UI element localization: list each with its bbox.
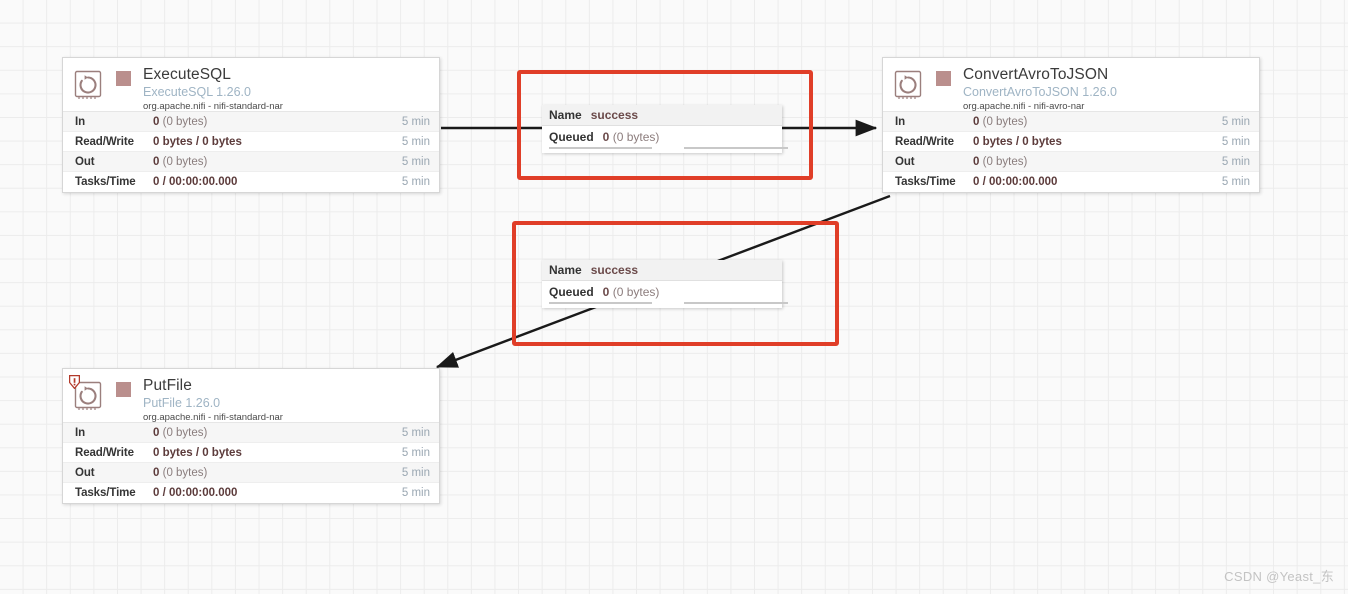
processor-stats-table: In 0 (0 bytes) 5 min Read/Write 0 bytes …: [883, 111, 1259, 192]
processor-name: PutFile: [143, 377, 192, 394]
stat-value-in: 0 (0 bytes): [973, 115, 1028, 128]
stat-label-in: In: [75, 115, 86, 128]
stat-row-read-write: Read/Write 0 bytes / 0 bytes 5 min: [63, 443, 439, 463]
stat-value-in: 0 (0 bytes): [153, 115, 208, 128]
connection-queue-bars: [542, 147, 788, 153]
stat-label-out: Out: [75, 466, 95, 479]
processor-header: PutFile PutFile 1.26.0 org.apache.nifi -…: [63, 369, 439, 424]
stat-label-tasks-time: Tasks/Time: [75, 176, 136, 188]
stat-value-out: 0 (0 bytes): [153, 466, 208, 479]
stat-time-read-write: 5 min: [1221, 135, 1250, 148]
warning-shield-icon[interactable]: [69, 375, 80, 389]
stat-time-in: 5 min: [401, 426, 430, 439]
stat-value-read-write: 0 bytes / 0 bytes: [973, 135, 1062, 148]
connection-queued-suffix: (0 bytes): [612, 129, 660, 144]
stat-row-out: Out 0 (0 bytes) 5 min: [63, 152, 439, 172]
stat-value-tasks-time: 0 / 00:00:00.000: [153, 487, 238, 499]
processor-name: ConvertAvroToJSON: [963, 66, 1109, 83]
stat-time-tasks-time: 5 min: [401, 176, 430, 188]
connection-queued-row: Queued 0 (0 bytes): [542, 126, 782, 147]
processor-type: ConvertAvroToJSON 1.26.0: [963, 84, 1118, 99]
queue-count-bar: [549, 147, 652, 149]
stat-value-out-suffix: (0 bytes): [162, 155, 208, 168]
stat-value-read-write: 0 bytes / 0 bytes: [153, 446, 242, 459]
processor-executesql[interactable]: ExecuteSQL ExecuteSQL 1.26.0 org.apache.…: [62, 57, 440, 193]
processor-stats-table: In 0 (0 bytes) 5 min Read/Write 0 bytes …: [63, 111, 439, 192]
stat-label-in: In: [75, 426, 86, 439]
stat-row-in: In 0 (0 bytes) 5 min: [63, 112, 439, 132]
status-indicator-stopped: [936, 71, 951, 86]
processor-bundle: org.apache.nifi - nifi-standard-nar: [143, 101, 283, 113]
status-indicator-stopped: [116, 382, 131, 397]
stat-value-out-suffix: (0 bytes): [982, 155, 1028, 168]
stat-time-in: 5 min: [1221, 115, 1250, 128]
stat-row-in: In 0 (0 bytes) 5 min: [63, 423, 439, 443]
highlight-rectangle-connection-1: [517, 70, 813, 180]
processor-titles: ExecuteSQL ExecuteSQL 1.26.0 org.apache.…: [143, 66, 283, 113]
connection-queued-value: 0 (0 bytes): [602, 129, 660, 144]
stat-value-in-suffix: (0 bytes): [162, 426, 208, 439]
processor-putfile[interactable]: PutFile PutFile 1.26.0 org.apache.nifi -…: [62, 368, 440, 504]
stat-label-read-write: Read/Write: [75, 135, 134, 148]
stat-label-tasks-time: Tasks/Time: [75, 487, 136, 499]
stat-label-out: Out: [75, 155, 95, 168]
stat-value-in-suffix: (0 bytes): [162, 115, 208, 128]
stat-row-tasks-time: Tasks/Time 0 / 00:00:00.000 5 min: [63, 172, 439, 192]
stat-row-in: In 0 (0 bytes) 5 min: [883, 112, 1259, 132]
stat-value-tasks-time: 0 / 00:00:00.000: [153, 176, 238, 188]
stat-value-read-write: 0 bytes / 0 bytes: [153, 135, 242, 148]
stat-label-tasks-time: Tasks/Time: [895, 176, 956, 188]
stat-value-out-suffix: (0 bytes): [162, 466, 208, 479]
processor-stats-table: In 0 (0 bytes) 5 min Read/Write 0 bytes …: [63, 422, 439, 503]
processor-header: ConvertAvroToJSON ConvertAvroToJSON 1.26…: [883, 58, 1259, 113]
stat-value-out: 0 (0 bytes): [973, 155, 1028, 168]
stat-time-read-write: 5 min: [401, 135, 430, 148]
stat-time-out: 5 min: [401, 466, 430, 479]
processor-bundle: org.apache.nifi - nifi-standard-nar: [143, 412, 283, 424]
stat-time-read-write: 5 min: [401, 446, 430, 459]
stat-time-tasks-time: 5 min: [401, 487, 430, 499]
stat-value-out: 0 (0 bytes): [153, 155, 208, 168]
processor-bundle: org.apache.nifi - nifi-avro-nar: [963, 101, 1085, 113]
stat-row-tasks-time: Tasks/Time 0 / 00:00:00.000 5 min: [63, 483, 439, 503]
status-indicator-stopped: [116, 71, 131, 86]
stat-value-in-suffix: (0 bytes): [982, 115, 1028, 128]
stat-label-read-write: Read/Write: [75, 446, 134, 459]
stat-row-out: Out 0 (0 bytes) 5 min: [63, 463, 439, 483]
highlight-rectangle-connection-2: [512, 221, 839, 346]
connection-name-row: Name success: [542, 105, 782, 126]
processor-titles: ConvertAvroToJSON ConvertAvroToJSON 1.26…: [963, 66, 1118, 113]
processor-chip-icon: [891, 68, 925, 102]
stat-time-tasks-time: 5 min: [1221, 176, 1250, 188]
stat-row-read-write: Read/Write 0 bytes / 0 bytes 5 min: [63, 132, 439, 152]
processor-type: PutFile 1.26.0: [143, 395, 221, 410]
processor-type: ExecuteSQL 1.26.0: [143, 84, 251, 99]
processor-titles: PutFile PutFile 1.26.0 org.apache.nifi -…: [143, 377, 283, 424]
stat-row-tasks-time: Tasks/Time 0 / 00:00:00.000 5 min: [883, 172, 1259, 192]
connection-queued-label: Queued: [549, 129, 594, 144]
connection-name-label: Name: [549, 108, 582, 122]
processor-convertavrotojson[interactable]: ConvertAvroToJSON ConvertAvroToJSON 1.26…: [882, 57, 1260, 193]
connection-name-value: success: [590, 108, 639, 122]
stat-row-out: Out 0 (0 bytes) 5 min: [883, 152, 1259, 172]
stat-label-out: Out: [895, 155, 915, 168]
stat-time-in: 5 min: [401, 115, 430, 128]
queue-size-bar: [684, 147, 788, 149]
stat-label-read-write: Read/Write: [895, 135, 954, 148]
stat-time-out: 5 min: [1221, 155, 1250, 168]
watermark: CSDN @Yeast_东: [1224, 569, 1334, 584]
processor-chip-icon: [71, 68, 105, 102]
processor-name: ExecuteSQL: [143, 66, 232, 83]
processor-header: ExecuteSQL ExecuteSQL 1.26.0 org.apache.…: [63, 58, 439, 113]
stat-label-in: In: [895, 115, 906, 128]
stat-value-in: 0 (0 bytes): [153, 426, 208, 439]
stat-time-out: 5 min: [401, 155, 430, 168]
stat-value-tasks-time: 0 / 00:00:00.000: [973, 176, 1058, 188]
stat-row-read-write: Read/Write 0 bytes / 0 bytes 5 min: [883, 132, 1259, 152]
processor-chip-icon: [69, 375, 105, 413]
